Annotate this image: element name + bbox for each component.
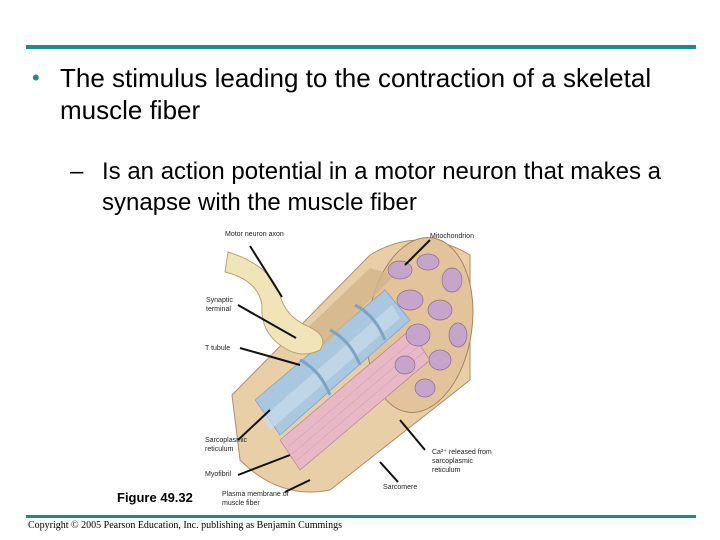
bullet-marker: •	[32, 65, 40, 90]
label-myofibril: Myofibril	[205, 471, 232, 478]
bullet-text: The stimulus leading to the contraction …	[60, 63, 652, 125]
sub-bullet-marker: –	[70, 158, 84, 185]
sub-bullet: – Is an action potential in a motor neur…	[70, 156, 690, 218]
main-bullet: • The stimulus leading to the contractio…	[32, 62, 692, 126]
label-synaptic-terminal: Synaptic terminal	[206, 297, 233, 313]
label-t-tubule: T tubule	[205, 345, 231, 352]
label-ca-released: Ca²⁺ released from sarcoplasmic reticulu…	[432, 449, 492, 474]
t-tubules	[299, 303, 387, 396]
sub-bullet-text: Is an action potential in a motor neuron…	[102, 158, 661, 216]
label-plasma-membrane: Plasma membrane of muscle fiber	[222, 491, 289, 507]
top-rule	[26, 45, 696, 49]
copyright-text: Copyright © 2005 Pearson Education, Inc.…	[28, 520, 342, 531]
label-motor-neuron-axon: Motor neuron axon	[225, 231, 284, 238]
label-sarcomere: Sarcomere	[383, 484, 418, 491]
label-pointers	[237, 239, 431, 493]
label-mitochondrion: Mitochondrion	[430, 233, 474, 240]
mitochondria-cluster	[387, 253, 468, 398]
figure-caption: Figure 49.32	[117, 490, 193, 505]
bottom-rule	[26, 515, 696, 518]
label-sarcoplasmic-reticulum: Sarcoplasmic reticulum	[205, 437, 248, 453]
